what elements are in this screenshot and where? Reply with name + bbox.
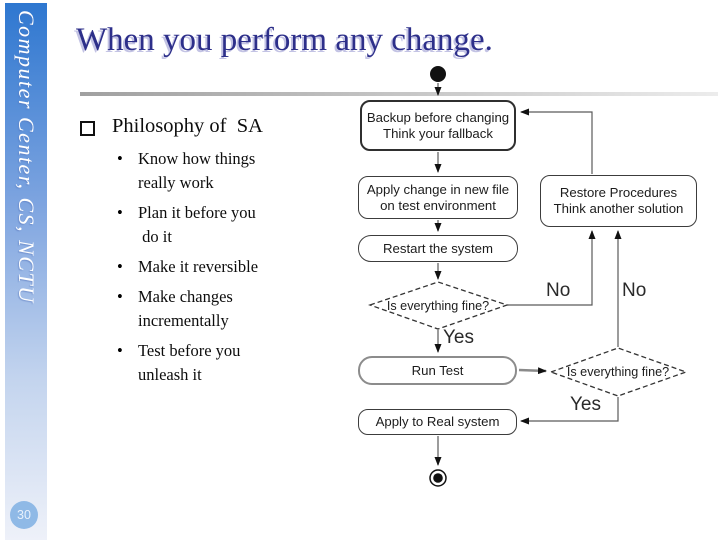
dot-bullet-icon: • bbox=[117, 287, 123, 306]
sub-bullet-list: • Know how things really work • Plan it … bbox=[117, 147, 317, 393]
dot-bullet-icon: • bbox=[117, 203, 123, 222]
sidebar-gradient-bar: Computer Center, CS, NCTU bbox=[5, 3, 47, 540]
decision-diamond-2 bbox=[549, 347, 688, 397]
end-node-dot-icon bbox=[433, 473, 443, 483]
slide-title: When you perform any change. bbox=[76, 22, 493, 58]
decision-label-2: Is everything fine? bbox=[566, 365, 670, 379]
edge-yes2-to-applyreal bbox=[520, 397, 619, 425]
square-bullet-icon bbox=[80, 121, 95, 136]
page-number-badge: 30 bbox=[10, 501, 38, 529]
list-item: • Plan it before you do it bbox=[117, 201, 317, 249]
start-node-icon bbox=[430, 66, 446, 82]
edge-label-yes-1: Yes bbox=[443, 327, 474, 348]
main-bullet-item: Philosophy of SA bbox=[80, 115, 263, 138]
edge-label-no-1: No bbox=[546, 280, 571, 301]
decision-label-1: Is everything fine? bbox=[386, 299, 490, 313]
edge-no1-to-restore bbox=[507, 230, 596, 306]
title-divider bbox=[80, 92, 718, 96]
list-item: • Make it reversible bbox=[117, 255, 317, 279]
page-number: 30 bbox=[17, 508, 31, 522]
flowchart-box-backup: Backup before changing Think your fallba… bbox=[360, 100, 516, 151]
edge-runtest-to-decision2 bbox=[518, 367, 547, 375]
connector-lines bbox=[434, 83, 622, 466]
flowchart-box-restore: Restore Procedures Think another solutio… bbox=[540, 175, 697, 227]
flowchart-box-restart: Restart the system bbox=[358, 235, 518, 262]
decision-diamond-1 bbox=[368, 281, 510, 330]
list-item-label: Plan it before you do it bbox=[138, 203, 256, 246]
list-item: • Test before you unleash it bbox=[117, 339, 317, 387]
list-item-label: Know how things really work bbox=[138, 149, 256, 192]
main-bullet-label: Philosophy of SA bbox=[112, 115, 263, 137]
list-item: • Know how things really work bbox=[117, 147, 317, 195]
edge-label-yes-2: Yes bbox=[570, 394, 601, 415]
dot-bullet-icon: • bbox=[117, 257, 123, 276]
edge-label-no-2: No bbox=[622, 280, 647, 301]
list-item-label: Make changes incrementally bbox=[138, 287, 233, 330]
flowchart-box-apply-test: Apply change in new file on test environ… bbox=[358, 176, 518, 219]
list-item-label: Make it reversible bbox=[138, 257, 259, 276]
flowchart-box-run-test: Run Test bbox=[358, 356, 517, 385]
dot-bullet-icon: • bbox=[117, 341, 123, 360]
list-item-label: Test before you unleash it bbox=[138, 341, 241, 384]
list-item: • Make changes incrementally bbox=[117, 285, 317, 333]
edge-restore-to-backup bbox=[520, 108, 593, 174]
dot-bullet-icon: • bbox=[117, 149, 123, 168]
flowchart-box-apply-real: Apply to Real system bbox=[358, 409, 517, 435]
sidebar-vertical-text: Computer Center, CS, NCTU bbox=[14, 10, 39, 304]
